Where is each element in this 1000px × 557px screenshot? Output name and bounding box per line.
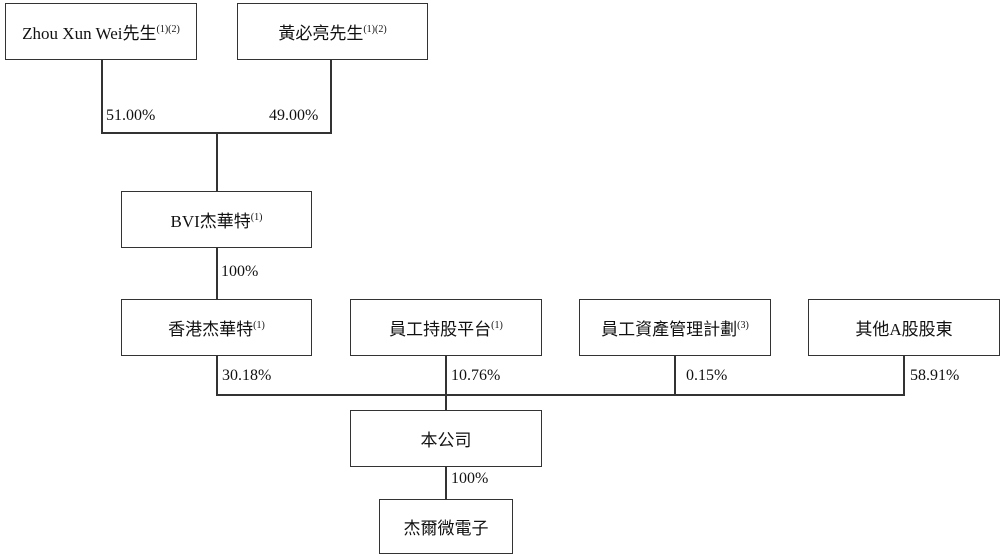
- node-company: 本公司: [350, 410, 542, 467]
- ownership-pct: 58.91%: [910, 367, 960, 384]
- node-esop: 員工持股平台(1): [350, 299, 542, 356]
- node-huang-biliang: 黃必亮先生(1)(2): [237, 3, 428, 60]
- ownership-pct: 100%: [451, 470, 489, 487]
- node-label: 員工持股平台: [389, 320, 492, 339]
- node-label: 其他A股股東: [855, 320, 953, 339]
- connector: [445, 467, 447, 499]
- node-eamp: 員工資產管理計劃(3): [579, 299, 771, 356]
- connector: [216, 356, 218, 395]
- node-subsidiary: 杰爾微電子: [379, 499, 513, 554]
- footnote-ref: (1)(2): [156, 24, 180, 35]
- footnote-ref: (1): [253, 320, 265, 331]
- footnote-ref: (1): [491, 320, 503, 331]
- node-label: 黃必亮先生: [278, 24, 364, 43]
- footnote-ref: (1): [250, 212, 263, 223]
- connector: [216, 394, 905, 396]
- node-zhou-xun-wei: Zhou Xun Wei先生(1)(2): [5, 3, 197, 60]
- connector: [903, 356, 905, 395]
- node-hk: 香港杰華特(1): [121, 299, 312, 356]
- ownership-pct: 0.15%: [686, 367, 728, 384]
- ownership-pct: 30.18%: [222, 367, 272, 384]
- connector: [216, 132, 218, 192]
- node-label: Zhou Xun Wei先生: [22, 24, 157, 43]
- node-bvi: BVI杰華特(1): [121, 191, 312, 248]
- connector: [216, 248, 218, 299]
- node-label: 杰爾微電子: [403, 519, 489, 538]
- footnote-ref: (3): [737, 320, 749, 331]
- node-label: BVI杰華特: [170, 212, 251, 231]
- node-label: 員工資產管理計劃: [601, 320, 738, 339]
- ownership-pct: 49.00%: [269, 107, 319, 124]
- node-label: 香港杰華特: [168, 320, 254, 339]
- connector: [445, 356, 447, 410]
- ownership-pct: 10.76%: [451, 367, 501, 384]
- connector: [330, 60, 332, 133]
- ownership-pct: 51.00%: [106, 107, 156, 124]
- ownership-pct: 100%: [221, 263, 259, 280]
- node-other-a-shareholders: 其他A股股東: [808, 299, 1000, 356]
- connector: [101, 60, 103, 133]
- footnote-ref: (1)(2): [363, 24, 387, 35]
- connector: [674, 356, 676, 395]
- node-label: 本公司: [420, 431, 472, 450]
